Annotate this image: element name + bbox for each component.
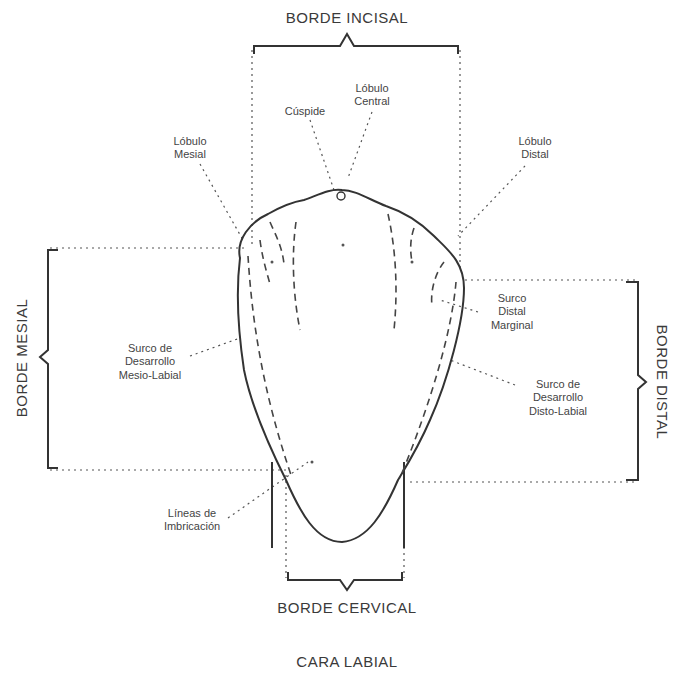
region-label: BORDE MESIAL xyxy=(13,299,31,418)
part-label: Cúspide xyxy=(285,105,325,118)
part-label: Surco de Desarrollo Mesio-Labial xyxy=(112,342,188,382)
caption: CARA LABIAL xyxy=(296,653,397,671)
part-label: Líneas de Imbricación xyxy=(157,507,227,533)
region-label: BORDE DISTAL xyxy=(653,325,671,440)
part-label: Lóbulo Distal xyxy=(510,135,560,161)
part-label: Lóbulo Mesial xyxy=(165,135,215,161)
part-label: Lóbulo Central xyxy=(346,82,398,108)
region-label: BORDE CERVICAL xyxy=(277,599,416,617)
region-label: BORDE INCISAL xyxy=(286,9,408,27)
part-label: Surco de Desarrollo Disto-Labial xyxy=(519,378,597,418)
part-label: Surco Distal Marginal xyxy=(484,292,540,332)
